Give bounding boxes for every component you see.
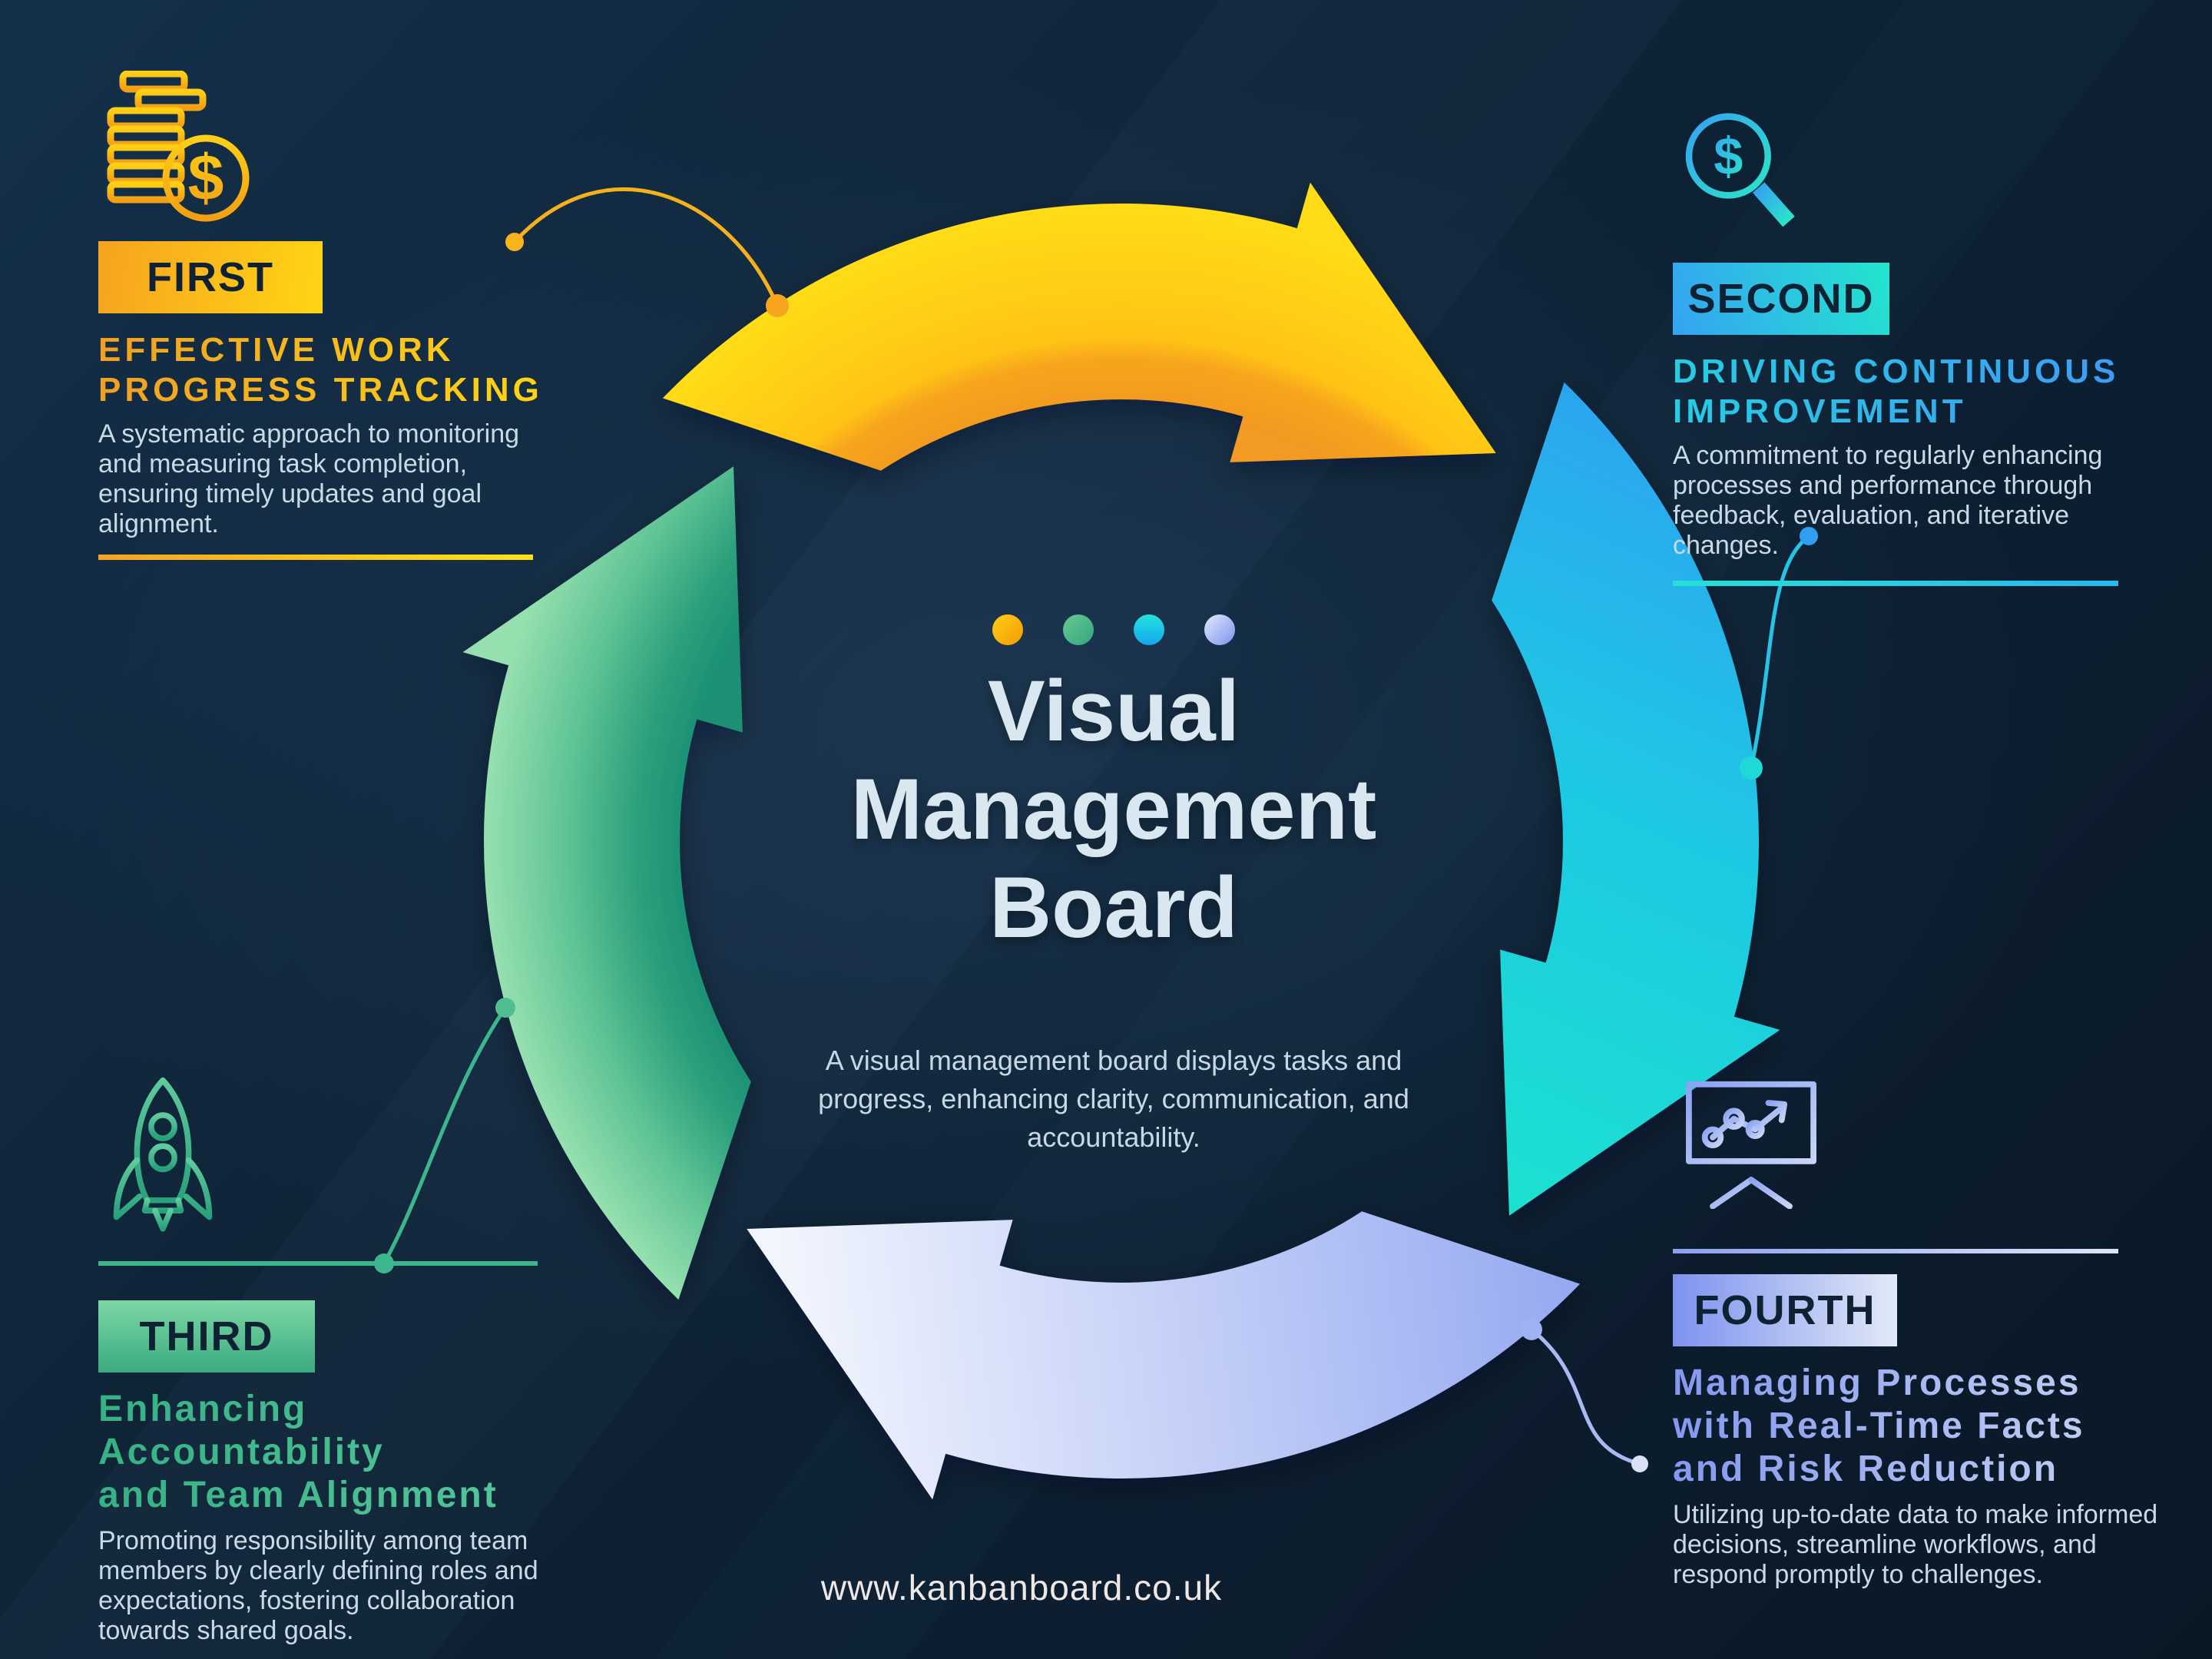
heading-first-line1: EFFECTIVE WORK <box>98 331 455 369</box>
heading-third-line1: Enhancing Accountability <box>98 1389 385 1472</box>
section-second: $ SECOND DRIVING CONTINUOUS IMPROVEMENT … <box>1673 106 2122 586</box>
badge-first: FIRST <box>98 241 323 313</box>
center-description: A visual management board displays tasks… <box>818 1045 1409 1153</box>
dot-cyan <box>1134 614 1164 645</box>
title-line2: Management <box>850 761 1377 857</box>
heading-second-line2: IMPROVEMENT <box>1673 392 1967 430</box>
heading-second-line1: DRIVING CONTINUOUS <box>1673 353 2120 390</box>
rocket-icon <box>113 1077 213 1232</box>
presentation-icon-zone <box>1673 1074 2164 1256</box>
connector-second <box>1740 527 1818 780</box>
rocket-icon-zone <box>98 1074 559 1280</box>
website-url: www.kanbanboard.co.uk <box>820 1568 1223 1608</box>
badge-third: THIRD <box>98 1300 315 1373</box>
body-third: Promoting responsibility among team memb… <box>98 1526 538 1645</box>
heading-first-line2: PROGRESS TRACKING <box>98 371 543 409</box>
title-line3: Board <box>989 859 1238 955</box>
page-title: Visual Management Board <box>599 662 1628 957</box>
title-line1: Visual <box>988 663 1240 759</box>
heading-fourth-line3: and Risk Reduction <box>1673 1449 2059 1489</box>
dot-green <box>1063 614 1094 645</box>
color-dots <box>599 614 1628 645</box>
connector-third <box>98 998 538 1273</box>
section-first: $ FIRST EFFECTIVE WORK PROGRESS TRACKING… <box>98 71 544 560</box>
dot-yellow <box>992 614 1023 645</box>
coins-icon: $ <box>107 71 250 222</box>
svg-text:$: $ <box>1714 127 1743 186</box>
dot-periwinkle <box>1204 614 1235 645</box>
svg-text:$: $ <box>188 141 224 214</box>
connector-fourth <box>1521 1249 2118 1472</box>
heading-first: EFFECTIVE WORK PROGRESS TRACKING <box>98 330 544 410</box>
presentation-chart-icon <box>1674 1074 1829 1209</box>
cycle-arrows <box>462 182 1780 1500</box>
body-fourth: Utilizing up-to-date data to make inform… <box>1673 1500 2158 1589</box>
heading-fourth-line1: Managing Processes <box>1673 1363 2081 1403</box>
connector-first <box>505 187 789 317</box>
underline-second <box>1673 581 2118 586</box>
badge-fourth: FOURTH <box>1673 1274 1897 1346</box>
section-third: THIRD Enhancing Accountability and Team … <box>98 1074 559 1646</box>
body-first: A systematic approach to monitoring and … <box>98 419 520 538</box>
heading-third-line2: and Team Alignment <box>98 1475 498 1515</box>
heading-fourth-line2: with Real-Time Facts <box>1673 1406 2085 1446</box>
body-second: A commitment to regularly enhancing proc… <box>1673 441 2103 560</box>
heading-third: Enhancing Accountability and Team Alignm… <box>98 1388 559 1517</box>
heading-fourth: Managing Processes with Real-Time Facts … <box>1673 1362 2164 1491</box>
heading-second: DRIVING CONTINUOUS IMPROVEMENT <box>1673 352 2122 432</box>
center-block: Visual Management Board A visual managem… <box>599 614 1628 1157</box>
badge-second: SECOND <box>1673 263 1889 335</box>
underline-first <box>98 555 533 560</box>
section-fourth: FOURTH Managing Processes with Real-Time… <box>1673 1074 2164 1590</box>
magnifier-dollar-icon: $ <box>1685 113 1795 227</box>
